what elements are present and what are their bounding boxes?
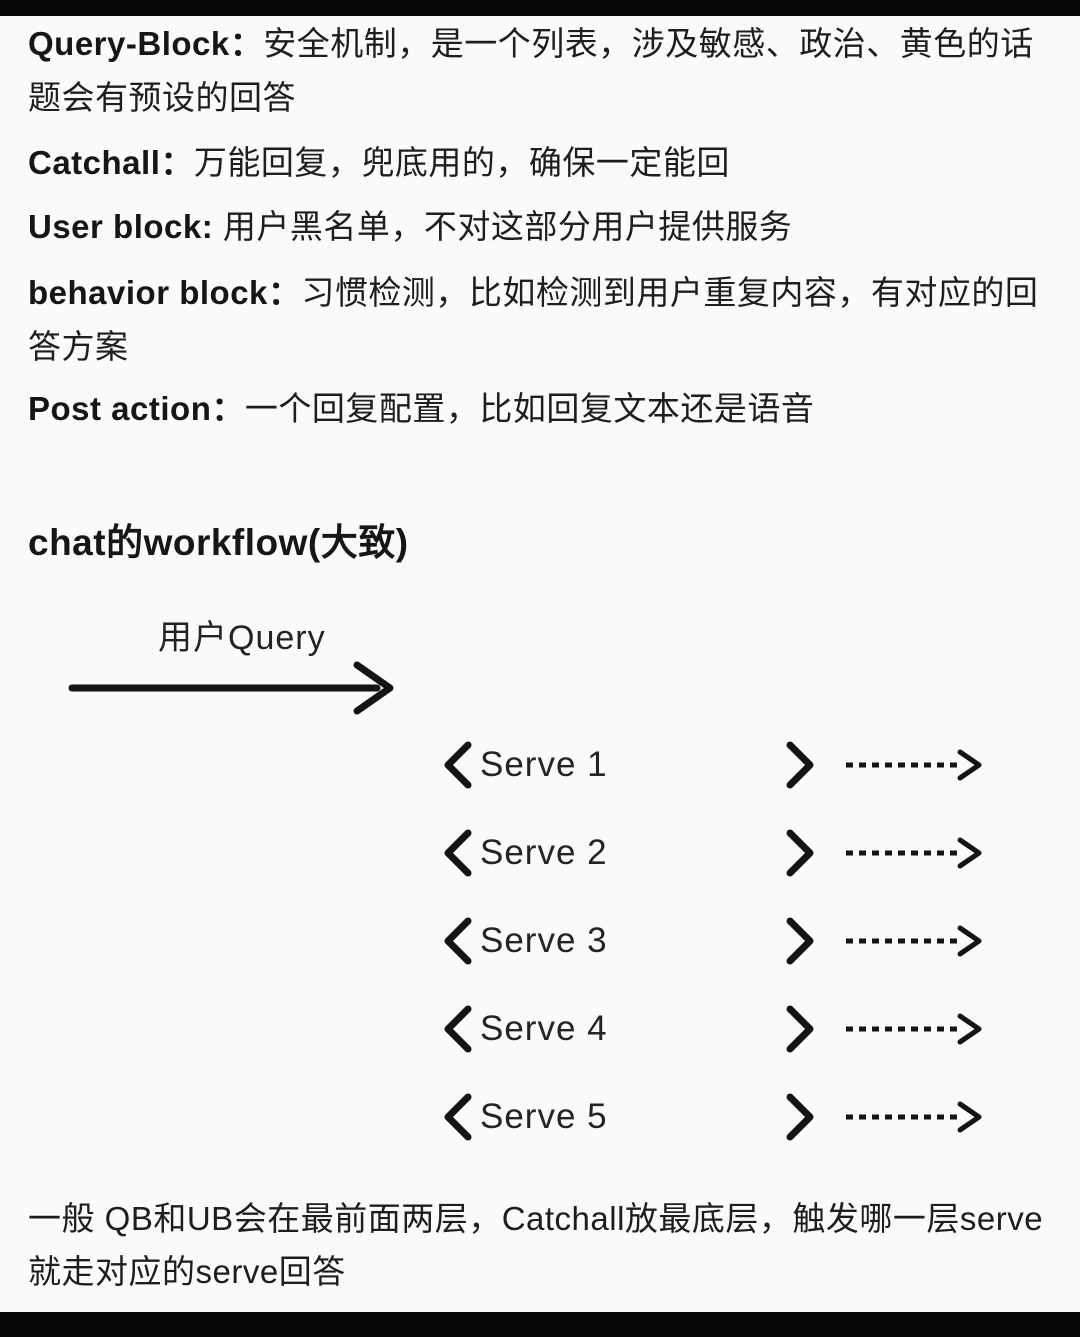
dotted-arrow-icon xyxy=(846,1013,982,1045)
top-black-bar xyxy=(0,0,1080,16)
definition-desc: 用户黑名单，不对这部分用户提供服务 xyxy=(222,208,793,245)
definition-desc: 万能回复，兜底用的，确保一定能回 xyxy=(193,144,730,181)
dotted-arrow-icon xyxy=(846,925,982,957)
user-query-label: 用户Query xyxy=(158,619,326,657)
definition-desc: 安全机制，是一个列表，涉及敏感、政治、黄色的话题会有预设的回答 xyxy=(28,25,1034,116)
definition-catchall: Catchall：万能回复，兜底用的，确保一定能回 xyxy=(28,136,1062,190)
definition-desc: 一个回复配置，比如回复文本还是语音 xyxy=(244,390,815,427)
definition-term: User block: xyxy=(28,208,223,245)
bottom-black-bar xyxy=(0,1312,1080,1337)
chevron-right-icon xyxy=(786,917,814,965)
serve-row-4: Serve 4 xyxy=(440,1003,985,1055)
chevron-right-icon xyxy=(786,829,814,877)
workflow-heading: chat的workflow(大致) xyxy=(28,522,409,563)
definition-term: Catchall： xyxy=(28,144,194,181)
serve-label: Serve 1 xyxy=(480,745,608,784)
definition-post-action: Post action：一个回复配置，比如回复文本还是语音 xyxy=(28,382,1062,436)
chevron-left-icon xyxy=(444,1005,472,1053)
dotted-arrow-icon xyxy=(846,1101,982,1133)
serve-row-5: Serve 5 xyxy=(440,1091,985,1143)
chevron-left-icon xyxy=(444,917,472,965)
definition-desc: 习惯检测，比如检测到用户重复内容，有对应的回答方案 xyxy=(28,274,1039,365)
serve-label: Serve 2 xyxy=(480,833,608,872)
definition-user-block: User block: 用户黑名单，不对这部分用户提供服务 xyxy=(28,200,1062,254)
chevron-left-icon xyxy=(444,1093,472,1141)
definition-behavior-block: behavior block：习惯检测，比如检测到用户重复内容，有对应的回答方案 xyxy=(28,266,1062,374)
dotted-arrow-icon xyxy=(846,837,982,869)
definition-term: behavior block： xyxy=(28,274,302,311)
definition-term: Query-Block： xyxy=(28,25,264,62)
dotted-arrow-icon xyxy=(846,749,982,781)
right-arrow-icon xyxy=(68,661,394,715)
serve-label: Serve 4 xyxy=(480,1009,608,1048)
footer-note: 一般 QB和UB会在最前面两层，Catchall放最底层，触发哪一层serve就… xyxy=(28,1200,1044,1290)
serve-label: Serve 3 xyxy=(480,921,608,960)
chevron-left-icon xyxy=(444,829,472,877)
definition-term: Post action： xyxy=(28,390,245,427)
definition-query-block: Query-Block：安全机制，是一个列表，涉及敏感、政治、黄色的话题会有预设… xyxy=(28,17,1062,125)
serve-row-1: Serve 1 xyxy=(440,739,985,791)
chevron-right-icon xyxy=(786,1005,814,1053)
chevron-right-icon xyxy=(786,1093,814,1141)
chevron-right-icon xyxy=(786,741,814,789)
chevron-left-icon xyxy=(444,741,472,789)
serve-row-2: Serve 2 xyxy=(440,827,985,879)
serve-label: Serve 5 xyxy=(480,1097,608,1136)
serve-row-3: Serve 3 xyxy=(440,915,985,967)
